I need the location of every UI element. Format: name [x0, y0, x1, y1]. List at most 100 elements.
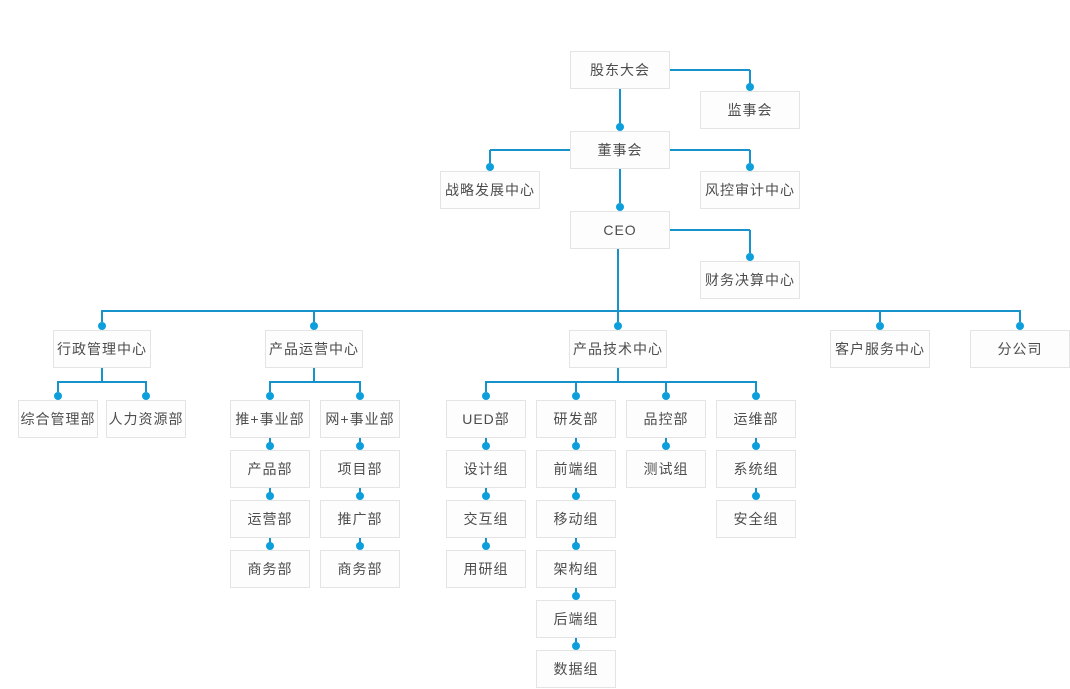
org-node-qc-dept: 品控部 — [626, 400, 706, 438]
connector-line — [489, 150, 491, 163]
org-node-product-dept: 产品部 — [230, 450, 310, 488]
connector-line — [269, 381, 271, 392]
connector-dot — [572, 542, 580, 550]
connector-dot — [356, 442, 364, 450]
connector-dot — [482, 542, 490, 550]
connector-dot — [614, 322, 622, 330]
connector-line — [490, 149, 570, 151]
org-node-board: 董事会 — [570, 131, 670, 169]
org-node-promotion-dept: 推广部 — [320, 500, 400, 538]
org-node-admin-center: 行政管理中心 — [53, 330, 151, 368]
connector-dot — [486, 163, 494, 171]
connector-line — [755, 381, 757, 392]
org-node-operations-dept: 运营部 — [230, 500, 310, 538]
org-node-project-dept: 项目部 — [320, 450, 400, 488]
connector-dot — [662, 392, 670, 400]
connector-line — [749, 230, 751, 253]
connector-line — [749, 70, 751, 84]
org-node-branch-company: 分公司 — [970, 330, 1070, 368]
connector-dot — [356, 492, 364, 500]
connector-dot — [482, 442, 490, 450]
org-node-data-group: 数据组 — [536, 650, 616, 688]
org-node-backend-group: 后端组 — [536, 600, 616, 638]
connector-line — [665, 381, 667, 392]
connector-line — [58, 381, 147, 383]
connector-dot — [572, 492, 580, 500]
connector-dot — [356, 542, 364, 550]
connector-dot — [310, 322, 318, 330]
connector-dot — [1016, 322, 1024, 330]
connector-dot — [572, 642, 580, 650]
org-node-customer-service: 客户服务中心 — [830, 330, 930, 368]
org-node-user-research-group: 用研组 — [446, 550, 526, 588]
connector-line — [749, 150, 751, 163]
org-node-supervisory: 监事会 — [700, 91, 800, 129]
connector-line — [619, 169, 621, 203]
org-node-mobile-group: 移动组 — [536, 500, 616, 538]
connector-line — [617, 249, 619, 322]
connector-dot — [746, 83, 754, 91]
org-node-finance: 财务决算中心 — [700, 261, 800, 299]
connector-line — [486, 381, 757, 383]
connector-dot — [746, 253, 754, 261]
connector-line — [1019, 310, 1021, 322]
connector-line — [485, 381, 487, 392]
connector-dot — [746, 163, 754, 171]
connector-dot — [662, 442, 670, 450]
connector-dot — [98, 322, 106, 330]
connector-dot — [572, 392, 580, 400]
connector-dot — [142, 392, 150, 400]
connector-line — [145, 381, 147, 392]
connector-dot — [752, 392, 760, 400]
org-node-interaction-group: 交互组 — [446, 500, 526, 538]
org-node-architecture-group: 架构组 — [536, 550, 616, 588]
connector-dot — [572, 592, 580, 600]
org-node-ceo: CEO — [570, 211, 670, 249]
connector-line — [575, 381, 577, 392]
org-node-devops-dept: 运维部 — [716, 400, 796, 438]
org-node-testing-group: 测试组 — [626, 450, 706, 488]
connector-dot — [752, 492, 760, 500]
connector-line — [359, 381, 361, 392]
connector-dot — [266, 392, 274, 400]
connector-line — [57, 381, 59, 392]
connector-line — [101, 368, 103, 383]
connector-dot — [266, 442, 274, 450]
org-node-human-resources: 人力资源部 — [106, 400, 186, 438]
org-node-shareholders: 股东大会 — [570, 51, 670, 89]
org-node-product-ops: 产品运营中心 — [265, 330, 363, 368]
connector-line — [670, 69, 750, 71]
org-node-business-dept-tui: 商务部 — [230, 550, 310, 588]
connector-dot — [616, 123, 624, 131]
connector-dot — [54, 392, 62, 400]
connector-dot — [356, 392, 364, 400]
connector-dot — [616, 203, 624, 211]
org-node-ued-dept: UED部 — [446, 400, 526, 438]
org-node-wang-division: 网+事业部 — [320, 400, 400, 438]
org-node-frontend-group: 前端组 — [536, 450, 616, 488]
org-node-general-management: 综合管理部 — [18, 400, 98, 438]
connector-dot — [482, 492, 490, 500]
org-node-strategy: 战略发展中心 — [440, 171, 540, 209]
connector-dot — [876, 322, 884, 330]
org-node-product-tech: 产品技术中心 — [569, 330, 667, 368]
connector-line — [670, 149, 750, 151]
org-node-risk-audit: 风控审计中心 — [700, 171, 800, 209]
connector-line — [313, 368, 315, 383]
org-node-tui-division: 推+事业部 — [230, 400, 310, 438]
connector-dot — [752, 442, 760, 450]
connector-dot — [572, 442, 580, 450]
connector-dot — [266, 542, 274, 550]
connector-dot — [482, 392, 490, 400]
connector-dot — [266, 492, 274, 500]
connector-line — [879, 312, 881, 322]
org-node-business-dept-wang: 商务部 — [320, 550, 400, 588]
connector-line — [617, 368, 619, 383]
org-node-rd-dept: 研发部 — [536, 400, 616, 438]
org-node-system-group: 系统组 — [716, 450, 796, 488]
org-node-security-group: 安全组 — [716, 500, 796, 538]
connector-line — [101, 310, 103, 322]
org-node-design-group: 设计组 — [446, 450, 526, 488]
connector-line — [270, 381, 361, 383]
